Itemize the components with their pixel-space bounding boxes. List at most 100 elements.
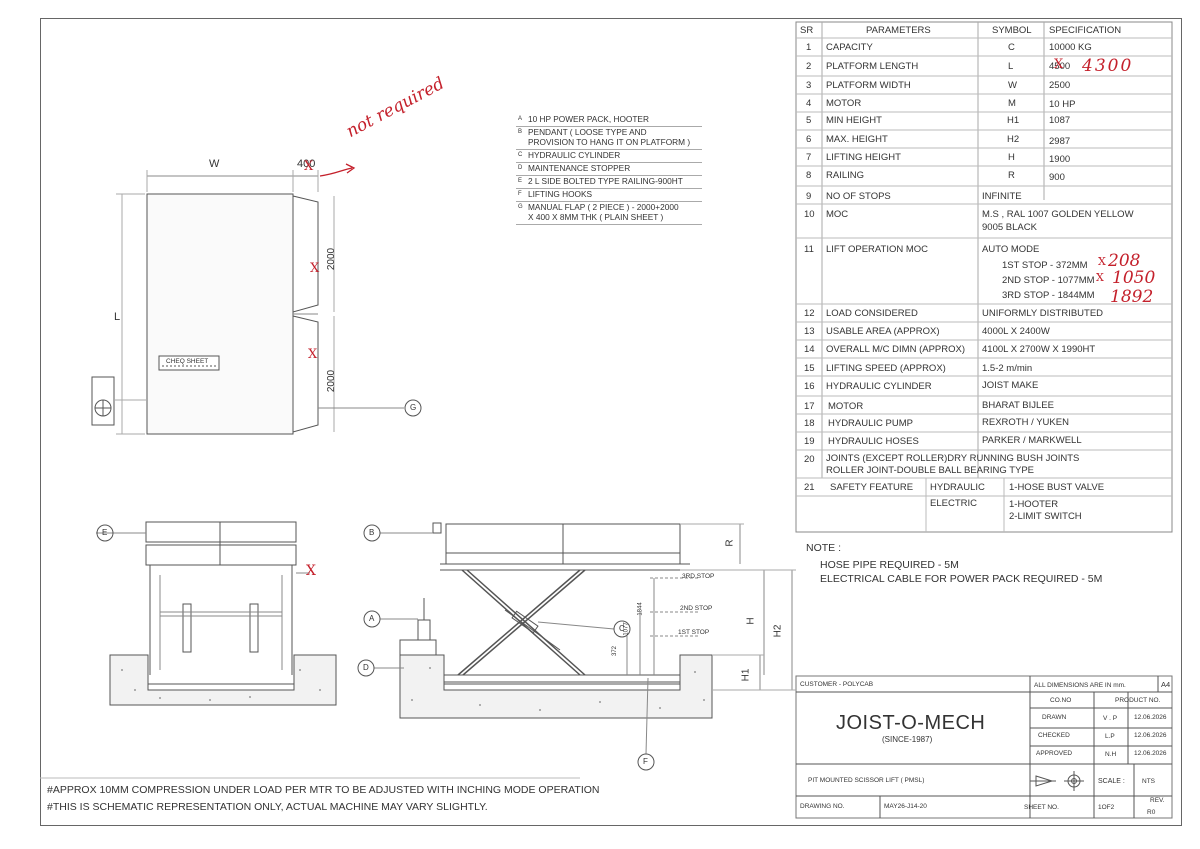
rev-label: REV. [1150,797,1165,804]
cheq-sheet-label: CHEQ SHEET [166,358,209,365]
cross-mark: X [1098,255,1106,268]
row-param: LIFT OPERATION MOC [826,244,929,255]
customer-label: CUSTOMER - POLYCAB [800,681,874,688]
row-spec: M.S , RAL 1007 GOLDEN YELLOW [982,209,1134,220]
row-param: MOTOR [826,98,862,109]
row-param: OVERALL M/C DIMN (APPROX) [826,344,966,355]
row-param: NO OF STOPS [826,191,891,202]
dim-h-label: H [745,617,757,625]
row-sr: 20 [804,454,815,465]
product-no-label: PRODUCT NO. [1115,697,1161,704]
row-param: USABLE AREA (APPROX) [826,326,940,337]
row-param: HYDRAULIC HOSES [828,436,919,447]
row-symbol: H [1008,152,1015,163]
row-spec: 4000L X 2400W [982,326,1050,337]
company-logo: JOIST-O-MECH [836,712,986,734]
row-sr: 21 [804,482,815,493]
header-specification: SPECIFICATION [1049,25,1122,36]
row-sr: 11 [804,244,814,255]
safety-hydraulic: HYDRAULIC [930,482,985,493]
row-spec: INFINITE [982,191,1022,202]
row-spec-2: 9005 BLACK [982,222,1037,233]
row-spec: 2500 [1049,80,1071,91]
bubble-a: A [369,614,375,623]
note-title: NOTE : [806,542,842,554]
row-spec: REXROTH / YUKEN [982,417,1069,428]
dim-1077-label: 1077 [623,622,630,636]
row-param: PLATFORM LENGTH [826,61,919,72]
row-param: MAX. HEIGHT [826,134,888,145]
row-sr: 19 [804,436,815,447]
bubble-d: D [363,663,369,672]
dim-w-label: W [209,158,220,170]
checked-by: L.P [1105,733,1115,740]
row-symbol: H1 [1007,115,1020,126]
row-symbol: H2 [1007,134,1020,145]
row-spec: 900 [1049,172,1065,183]
header-symbol: SYMBOL [992,25,1032,36]
dim-1844-label: 1844 [637,602,644,616]
handwritten-stop-2: 1050 [1112,268,1156,288]
row-symbol: M [1008,98,1016,109]
bottom-note: #APPROX 10MM COMPRESSION UNDER LOAD PER … [47,784,600,796]
cross-mark: X [308,347,318,362]
row-symbol: R [1008,170,1015,181]
approved-date: 12.06.2026 [1134,750,1167,757]
row-param: MIN HEIGHT [826,115,882,126]
row-spec: 4500 [1049,61,1071,72]
row-sr: 10 [804,209,815,220]
note-line: HOSE PIPE REQUIRED - 5M [820,559,959,571]
row-param-2: ROLLER JOINT-DOUBLE BALL BEARING TYPE [826,465,1035,476]
row-spec: AUTO MODE [982,244,1040,255]
drawn-date: 12.06.2026 [1134,714,1167,721]
stop-3: 3RD STOP - 1844MM [1002,290,1095,301]
cross-mark: X [1054,57,1064,72]
dim-h1-label: H1 [740,668,752,682]
row-spec: BHARAT BIJLEE [982,400,1054,411]
row-param: LIFTING SPEED (APPROX) [826,363,946,374]
row-spec: 10 HP [1049,99,1076,110]
bubble-e: E [102,528,108,537]
row-sr: 13 [804,326,815,337]
dim-2000-label: 2000 [326,369,338,393]
stop-2-label: 2ND STOP [680,605,713,612]
row-symbol: W [1008,80,1017,91]
row-param: CAPACITY [826,42,873,53]
bubble-g: G [410,403,417,412]
row-sr: 14 [804,344,815,355]
rev-value: R0 [1147,809,1156,816]
row-param: RAILING [826,170,865,181]
row-param: LIFTING HEIGHT [826,152,901,163]
safety-electric: ELECTRIC [930,498,977,509]
row-sr: 1 [806,42,812,53]
row-sr: 12 [804,308,815,319]
header-parameters: PARAMETERS [866,25,931,36]
cross-mark: X [1096,271,1104,284]
drawing-sheet [40,18,1182,826]
all-dims-label: ALL DIMENSIONS ARE IN mm. [1034,682,1126,689]
handwritten-stop-3: 1892 [1110,287,1154,307]
stop-2: 2ND STOP - 1077MM [1002,275,1095,286]
sheet-size: A4 [1161,680,1171,689]
dim-372-label: 372 [612,645,619,657]
cross-mark: X [310,261,320,276]
drawing-description: PIT MOUNTED SCISSOR LIFT ( PMSL) [808,777,925,784]
dim-400-label: 400 [297,158,316,170]
row-sr: 4 [806,98,812,109]
row-param: PLATFORM WIDTH [826,80,911,91]
row-spec-2: 1-HOOTER [1009,499,1059,510]
row-sr: 15 [804,363,815,374]
row-spec: JOIST MAKE [982,380,1039,391]
stop-1: 1ST STOP - 372MM [1002,260,1088,271]
row-sr: 7 [806,152,812,163]
bottom-note: #THIS IS SCHEMATIC REPRESENTATION ONLY, … [47,801,488,813]
row-param: MOTOR [828,401,864,412]
row-param: SAFETY FEATURE [830,482,914,493]
row-sr: 8 [806,170,812,181]
row-spec: 1.5-2 m/min [982,363,1033,374]
row-sr: 17 [804,401,815,412]
